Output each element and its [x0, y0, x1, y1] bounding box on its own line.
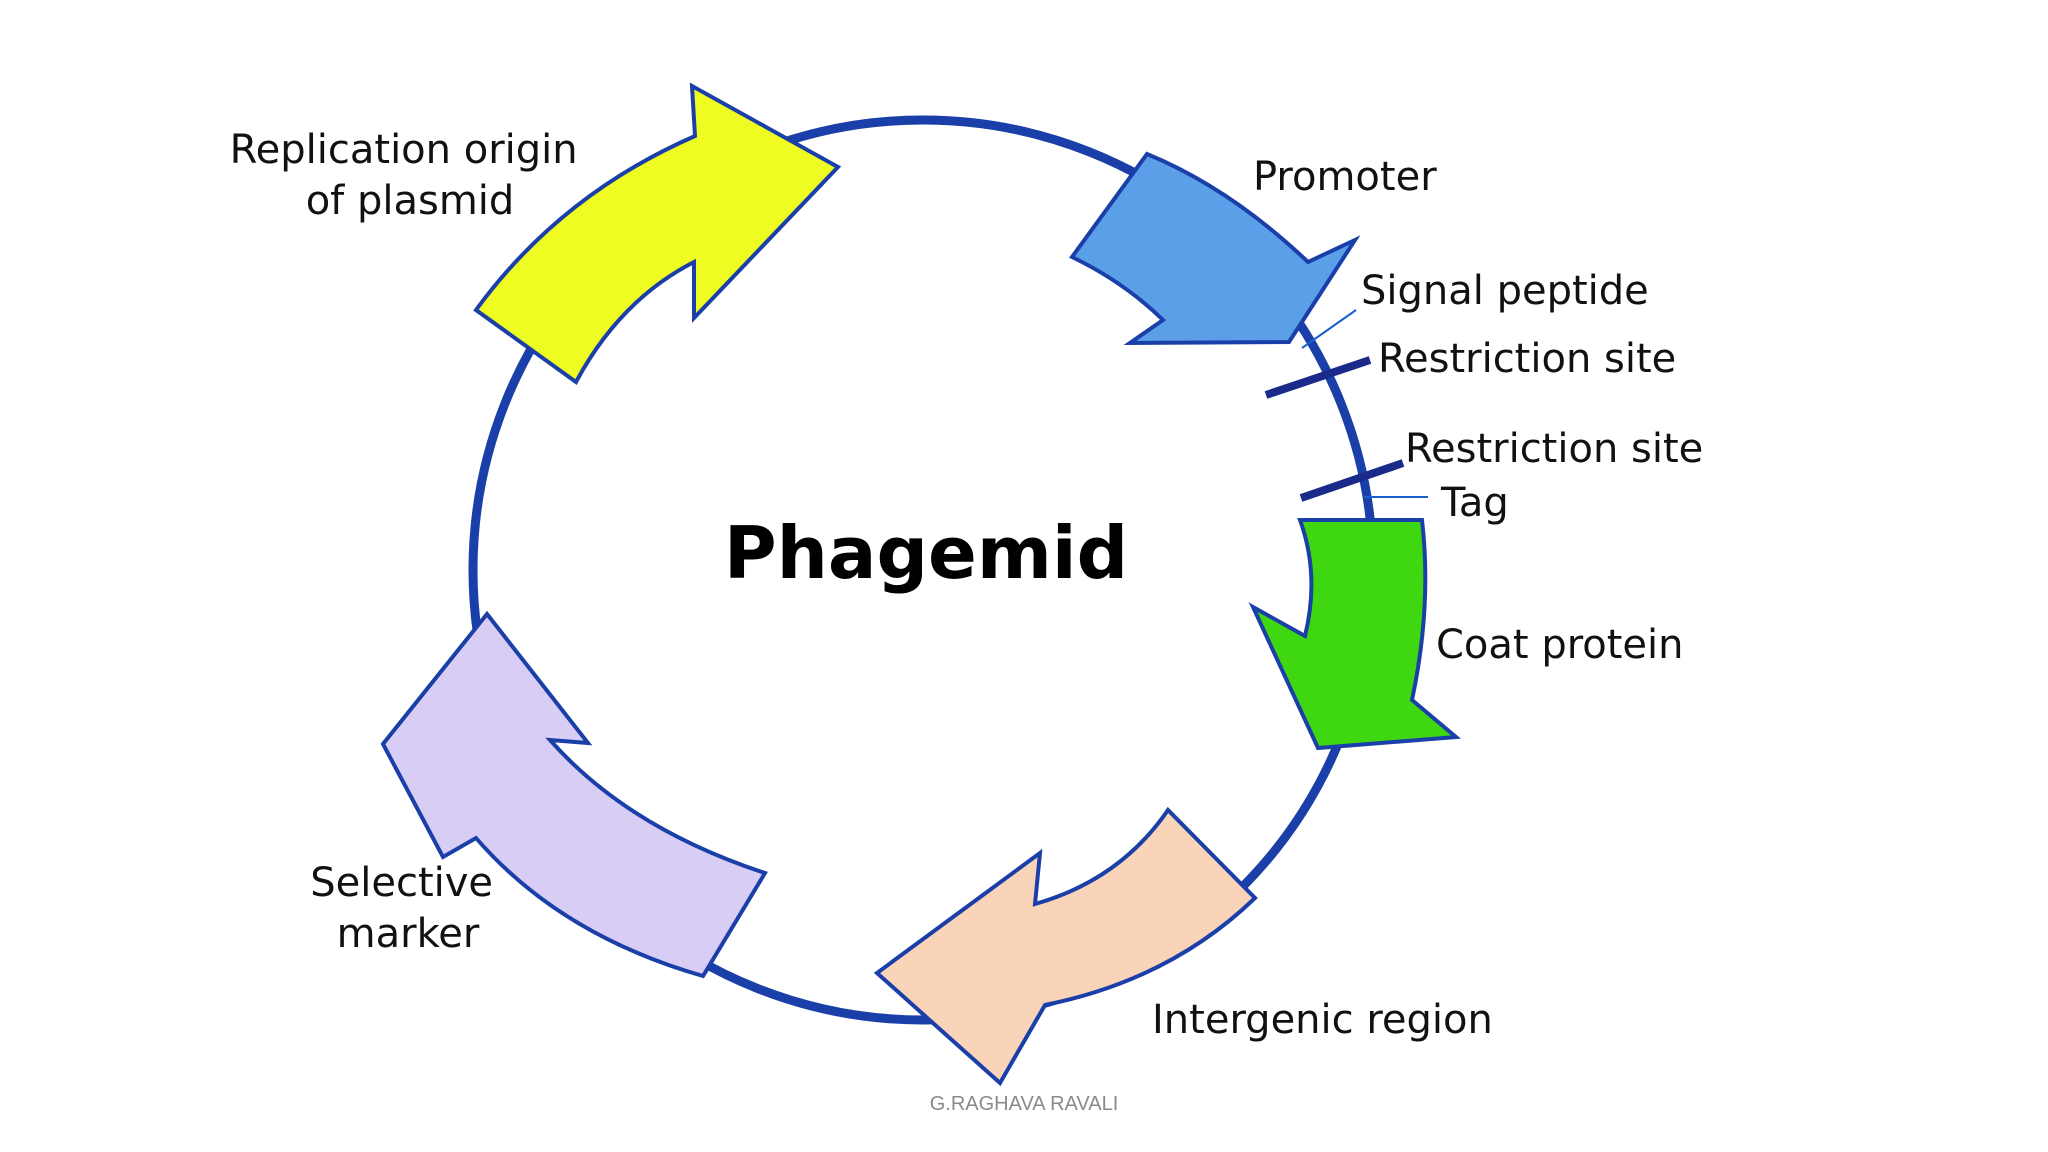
intergenic-region-arrow: [873, 806, 1258, 1087]
signal-peptide-label: Signal peptide: [1361, 268, 1649, 314]
coat-protein-label: Coat protein: [1436, 622, 1684, 668]
restriction-site-mark-2: [1299, 459, 1405, 502]
replication-origin-label-line-1: Replication origin: [230, 127, 578, 173]
tag-label: Tag: [1440, 480, 1509, 526]
signal-peptide-leader: [1301, 309, 1357, 349]
selective-marker-label-line-2: marker: [337, 911, 480, 957]
restriction-site-label-1: Restriction site: [1378, 336, 1676, 382]
promoter-label: Promoter: [1253, 154, 1437, 200]
footer-author: G.RAGHAVA RAVALI: [930, 1093, 1119, 1115]
replication-origin-label: Replication origin of plasmid: [230, 127, 591, 224]
intergenic-region-label: Intergenic region: [1152, 997, 1493, 1043]
restriction-site-label-2: Restriction site: [1405, 426, 1703, 472]
replication-origin-arrow: [473, 82, 842, 385]
restriction-site-mark-1: [1264, 356, 1372, 399]
diagram-title: Phagemid: [724, 511, 1128, 595]
coat-protein-arrow: [1248, 518, 1462, 751]
replication-origin-label-line-2: of plasmid: [306, 178, 515, 224]
promoter-arrow: [1068, 151, 1361, 346]
selective-marker-label: Selective marker: [310, 860, 506, 957]
selective-marker-arrow: [380, 610, 769, 979]
selective-marker-label-line-1: Selective: [310, 860, 493, 906]
